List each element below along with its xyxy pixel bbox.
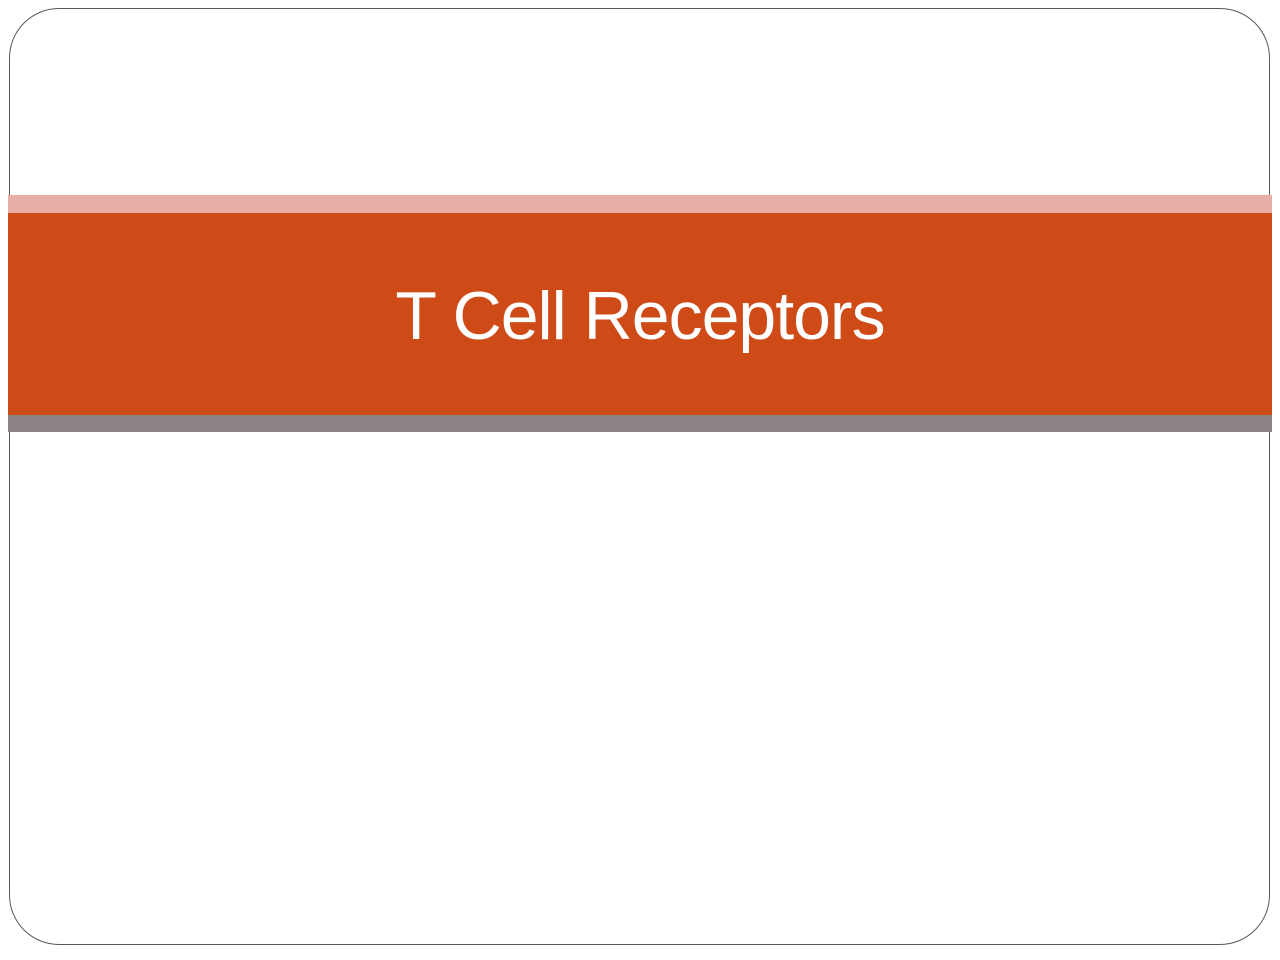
slide-title: T Cell Receptors xyxy=(395,278,885,354)
slide-frame-border xyxy=(9,8,1270,945)
banner-bottom-stripe xyxy=(8,415,1272,432)
banner-top-stripe xyxy=(8,195,1272,213)
title-banner: T Cell Receptors xyxy=(8,195,1272,432)
banner-main: T Cell Receptors xyxy=(8,213,1272,415)
